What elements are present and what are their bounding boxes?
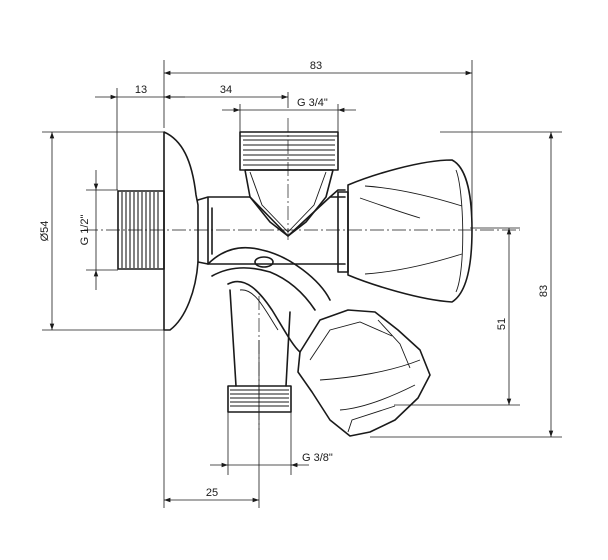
top-outlet-cone — [244, 169, 334, 237]
wall-rosette — [163, 131, 199, 331]
top-thread — [239, 131, 339, 171]
dim-bottom-thread: G 3/8" — [302, 452, 333, 464]
dim-overall-height: 83 — [538, 285, 550, 297]
inlet-thread — [117, 190, 165, 270]
valve-handle-lower — [297, 309, 431, 437]
dim-overall-length: 83 — [310, 60, 322, 72]
dimension-labels: 83 13 34 G 3/4" Ø54 G 1/2" 83 51 G 3/8" … — [39, 60, 550, 499]
dim-wall-part: 13 — [135, 84, 147, 96]
center-lines — [84, 118, 520, 430]
lower-pipe — [229, 289, 291, 387]
dim-rosette-diameter: Ø54 — [39, 221, 51, 242]
dim-to-inlet-axis: 34 — [220, 84, 232, 96]
dim-outlet-drop: 51 — [496, 318, 508, 330]
dim-inlet-thread: G 1/2" — [79, 215, 91, 246]
diagonal-branch — [207, 246, 331, 353]
dimension-lines — [42, 60, 562, 508]
valve-handle-right — [337, 159, 473, 303]
dim-bottom-offset: 25 — [206, 487, 218, 499]
valve-body — [117, 131, 473, 437]
bottom-thread — [227, 385, 292, 413]
dim-top-thread: G 3/4" — [297, 97, 328, 109]
